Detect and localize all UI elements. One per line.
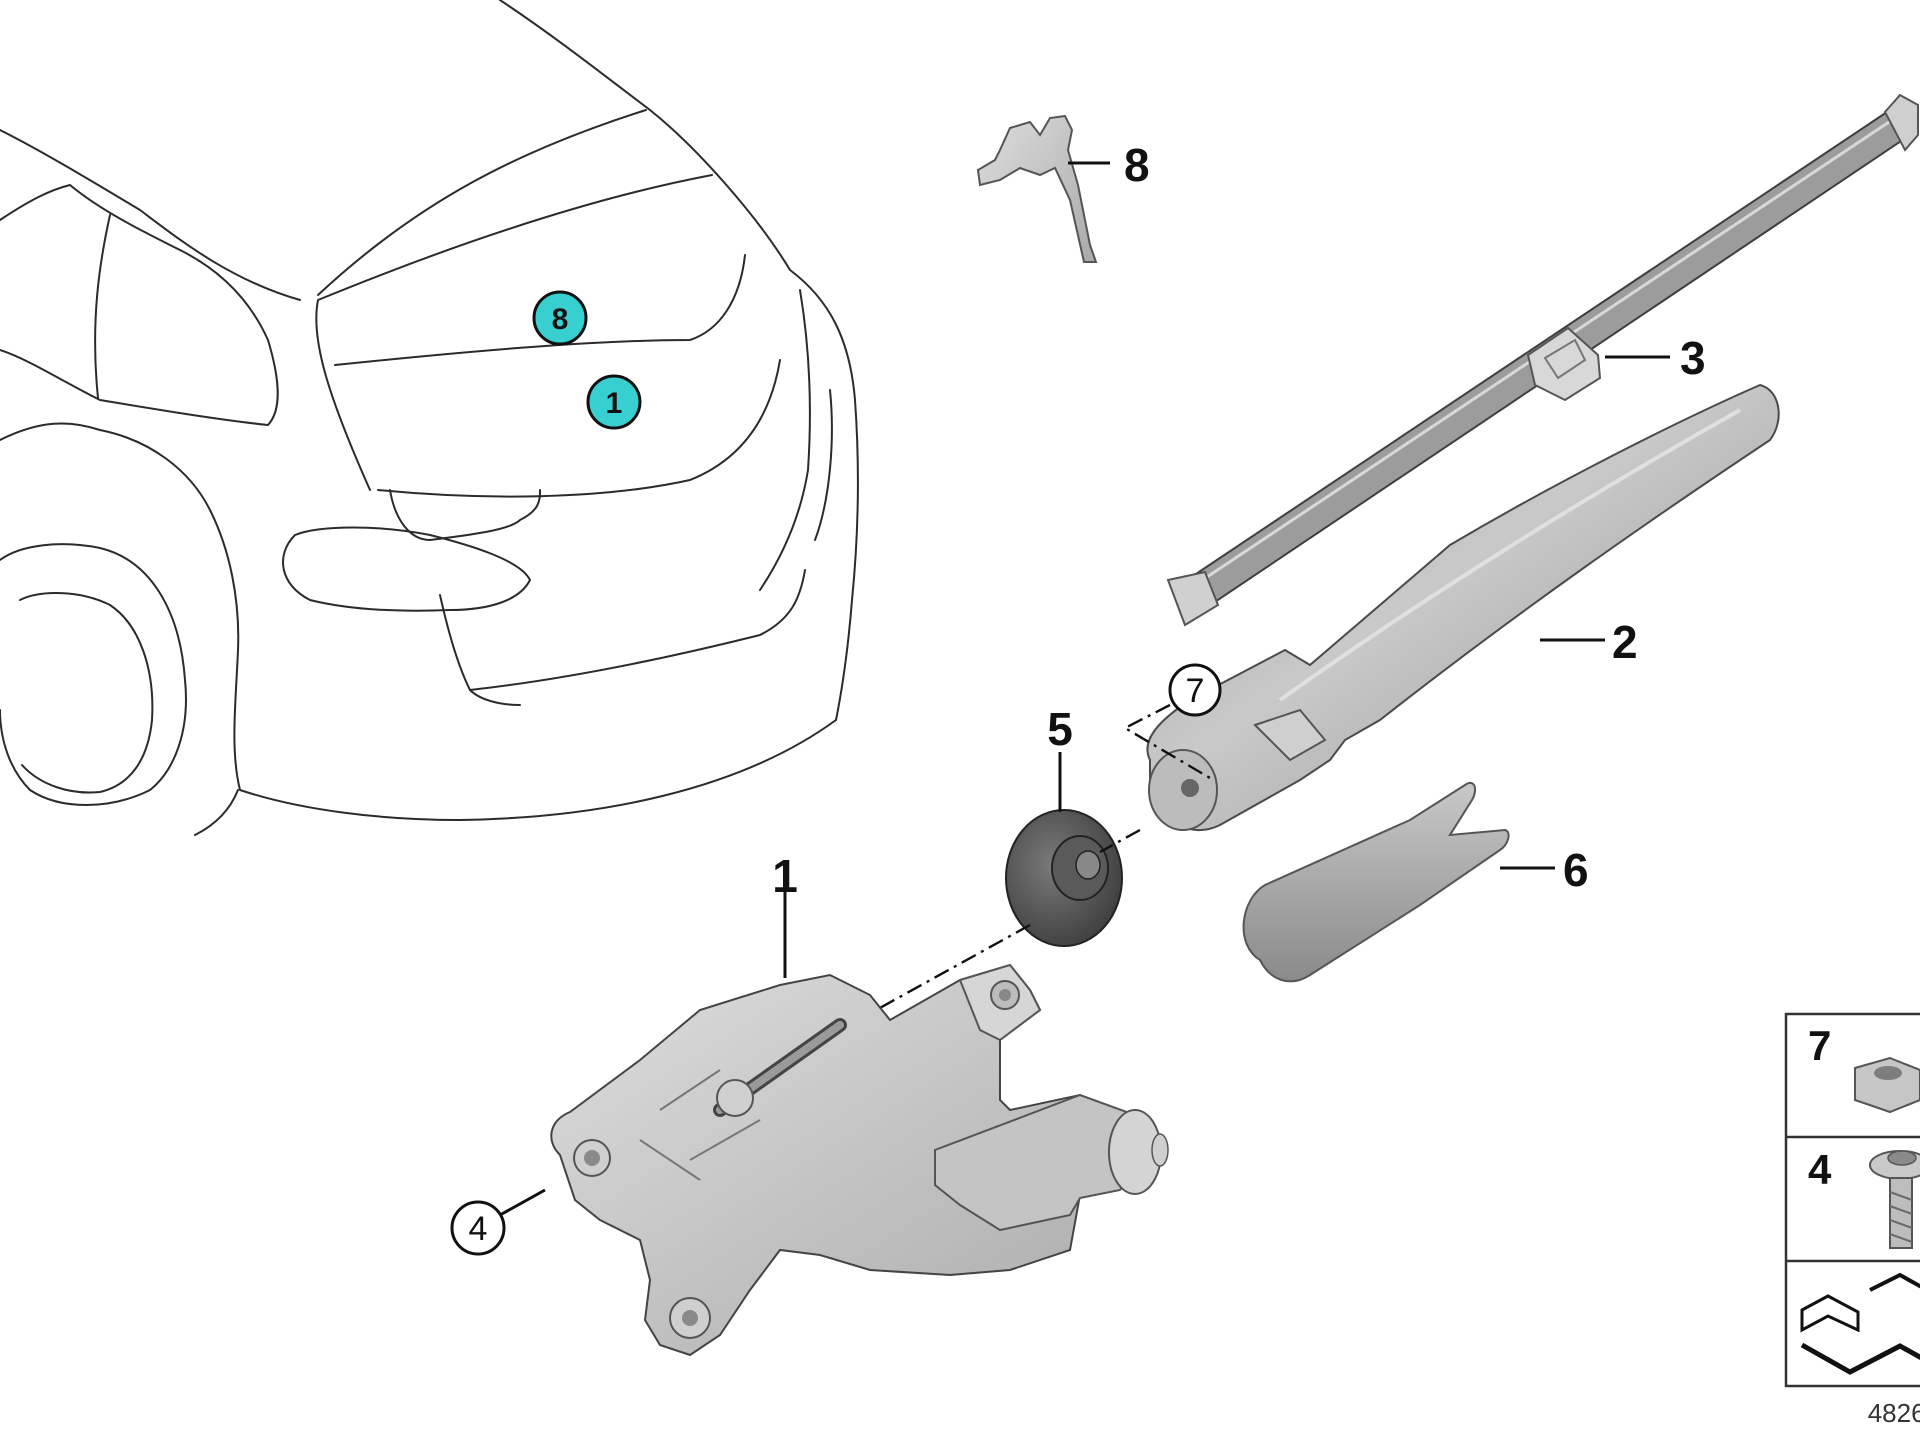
bracket-symbol-icon — [1800, 1272, 1920, 1375]
car-marker-8[interactable]: 8 — [532, 290, 588, 346]
car-rear-outline — [0, 0, 859, 836]
callout-4: 4 — [469, 1210, 488, 1248]
wiper-blade-part — [1166, 93, 1919, 627]
car-marker-1[interactable]: 1 — [586, 374, 642, 430]
flange-screw-icon — [1869, 1150, 1920, 1249]
callout-7: 7 — [1186, 672, 1205, 710]
axis-line-lower — [839, 923, 1031, 1032]
seal-part — [1005, 809, 1123, 947]
legend-box: 7 4 — [1784, 1012, 1920, 1388]
legend-label-7: 7 — [1808, 1022, 1831, 1069]
pointer-7 — [1122, 703, 1211, 780]
wiper-cap-part — [1242, 781, 1510, 983]
callout-8[interactable]: 8 — [1124, 139, 1150, 191]
callout-2[interactable]: 2 — [1612, 616, 1638, 668]
callout-4-circle[interactable]: 4 — [450, 1200, 506, 1256]
washer-nozzle-part — [976, 114, 1098, 263]
car-marker-8-label: 8 — [552, 303, 569, 336]
leader-4 — [499, 1188, 546, 1217]
hex-nut-icon — [1854, 1056, 1920, 1114]
callout-1[interactable]: 1 — [772, 850, 798, 902]
diagram-number: 48267 — [1868, 1398, 1920, 1428]
wiper-motor-part — [550, 963, 1169, 1357]
wiper-arm-part — [1146, 383, 1780, 831]
callout-5[interactable]: 5 — [1047, 703, 1073, 755]
callout-7-circle[interactable]: 7 — [1168, 663, 1222, 717]
axis-line-upper — [1099, 828, 1141, 854]
legend-label-4: 4 — [1808, 1146, 1832, 1193]
car-marker-1-label: 1 — [606, 387, 623, 420]
callout-6[interactable]: 6 — [1563, 844, 1589, 896]
callout-3[interactable]: 3 — [1680, 332, 1706, 384]
